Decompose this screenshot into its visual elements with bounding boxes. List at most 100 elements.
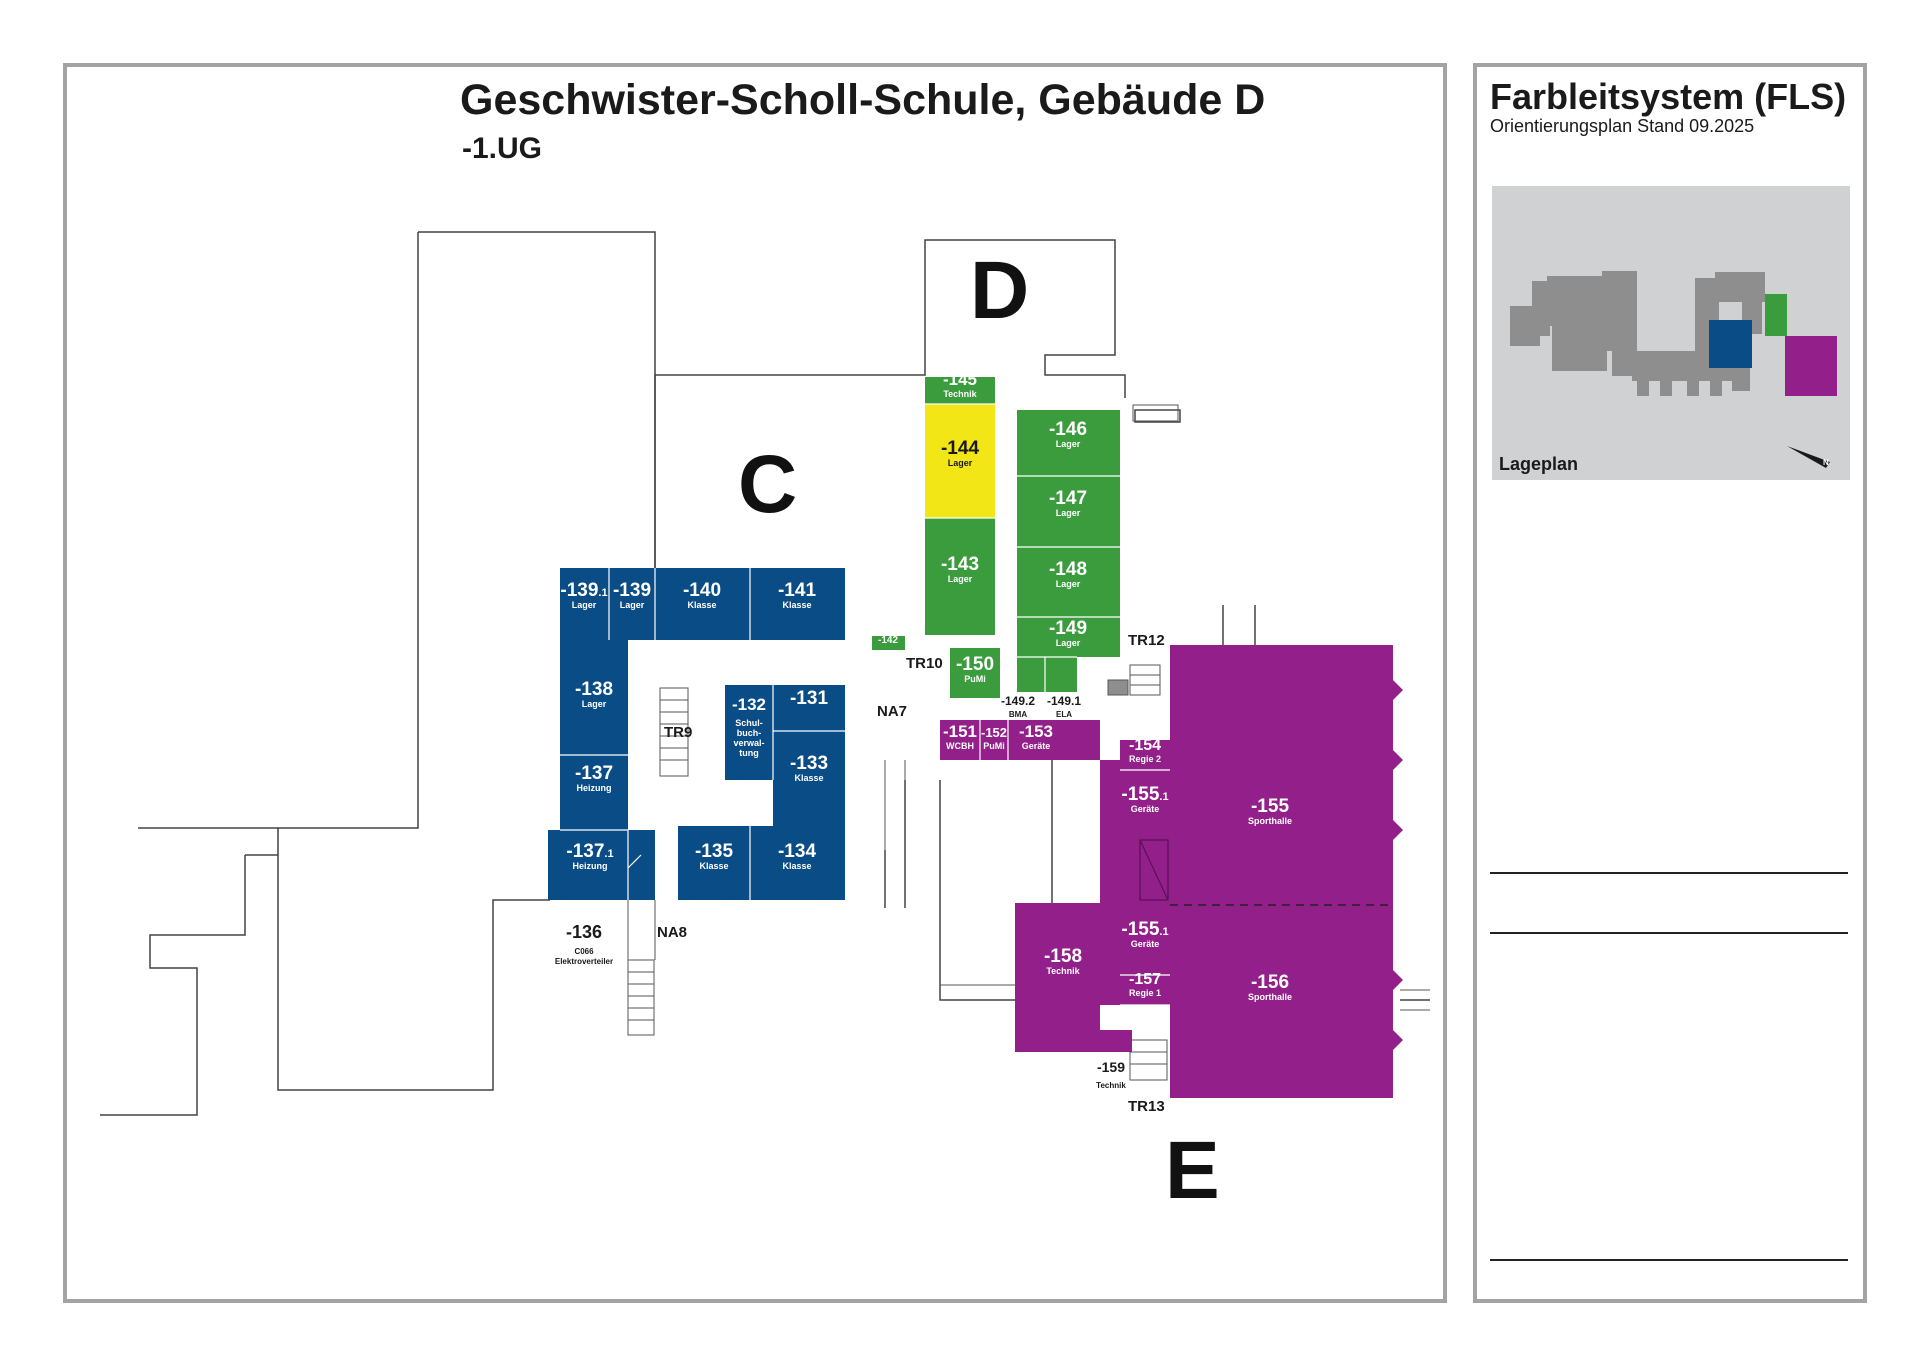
room-152-shape: [980, 720, 1008, 760]
room-number: -131: [790, 688, 828, 709]
room-159-shape: [1100, 1030, 1132, 1052]
outside-room-labels: -136C066Elektroverteiler-149.2BMA-149.1E…: [555, 694, 1127, 1090]
floor-label: -1.UG: [462, 132, 543, 165]
room-type: Geräte: [1131, 939, 1160, 949]
room-type: Geräte: [1131, 804, 1160, 814]
exit-na8: NA8: [657, 924, 687, 941]
site-plan-building-green: [1765, 294, 1787, 336]
room-type: Regie 2: [1129, 754, 1161, 764]
room-133-shape: [773, 731, 845, 826]
room-number: -138: [575, 679, 613, 700]
stair-tr10: TR10: [906, 655, 943, 672]
room-number: -145: [943, 370, 977, 389]
room-type: Lager: [1056, 508, 1081, 518]
room-type: Technik: [943, 389, 977, 399]
room-137-shape: [560, 755, 628, 830]
room-number: -137: [575, 763, 613, 784]
room-number: -152: [981, 725, 1007, 740]
room-type: C066: [574, 947, 594, 956]
room-145-shape: [925, 377, 995, 404]
room-149-shape: [1017, 617, 1120, 657]
room-138-shape: [560, 640, 628, 755]
signature-line: [1490, 872, 1848, 874]
room-141-shape: [750, 568, 845, 640]
signature-line: [1490, 932, 1848, 934]
room-155-1a-shape: [1120, 770, 1170, 975]
room-number: -139.1: [560, 580, 607, 601]
room-type: Klasse: [782, 861, 811, 871]
room-type: Lager: [1056, 579, 1081, 589]
room-157-shape: [1120, 975, 1170, 1005]
legend-title: Farbleitsystem (FLS): [1490, 76, 1847, 117]
room-147-shape: [1017, 476, 1120, 547]
room-type: Lager: [948, 458, 973, 468]
room-number: -144: [941, 438, 979, 459]
room-number: -132: [732, 695, 766, 714]
room-number: -148: [1049, 559, 1087, 580]
room-type: PuMi: [964, 674, 986, 684]
room-type: Heizung: [577, 783, 612, 793]
room-148-shape: [1017, 547, 1120, 617]
room-number: -143: [941, 554, 979, 575]
room-type: Klasse: [687, 600, 716, 610]
room-number: -149.2: [1001, 694, 1035, 708]
room-number: -155.1: [1121, 784, 1168, 805]
room-number: -133: [790, 753, 828, 774]
room-number: -156: [1251, 972, 1289, 993]
room-type: Schul-: [735, 718, 763, 728]
room-135-shape: [678, 826, 750, 900]
room-139-shape: [609, 568, 655, 640]
building-label-e: E: [1165, 1125, 1220, 1216]
site-plan: N: [1492, 186, 1850, 480]
room-number: -139: [613, 580, 651, 601]
room-158-shape: [1015, 760, 1120, 1052]
room-140-shape: [655, 568, 750, 640]
room-type: verwal-: [733, 738, 764, 748]
stair-tr12: TR12: [1128, 632, 1165, 649]
room-type: Klasse: [794, 773, 823, 783]
room-type: Regie 1: [1129, 988, 1161, 998]
room-type: Lager: [948, 574, 973, 584]
room-type: PuMi: [983, 741, 1005, 751]
room-149-2-shape: [1017, 657, 1077, 692]
room-number: -157: [1129, 971, 1161, 988]
room-154-shape: [1120, 740, 1170, 770]
room-number-suffix: .1: [604, 848, 613, 860]
exit-na7: NA7: [877, 703, 907, 720]
room-number-suffix: .1: [1159, 791, 1168, 803]
room-number: -155: [1251, 796, 1289, 817]
room-136-shape: [628, 830, 655, 900]
room-155-shape: [1170, 645, 1403, 905]
room-131-label: -131: [790, 688, 828, 709]
building-label-c: C: [738, 439, 797, 530]
room-number: -150: [956, 654, 994, 675]
room-number: -137.1: [566, 841, 613, 862]
room-number: -146: [1049, 419, 1087, 440]
room-type: Geräte: [1022, 741, 1051, 751]
room-number: -155.1: [1121, 919, 1168, 940]
room-type: BMA: [1009, 710, 1027, 719]
room-142-shape: [872, 636, 905, 650]
room-type: Sporthalle: [1248, 816, 1292, 826]
room-151-shape: [940, 720, 980, 760]
room-type: Lager: [582, 699, 607, 709]
room-134-shape: [750, 826, 845, 900]
room-146-shape: [1017, 410, 1120, 476]
room-type: Klasse: [699, 861, 728, 871]
room-type: Heizung: [573, 861, 608, 871]
